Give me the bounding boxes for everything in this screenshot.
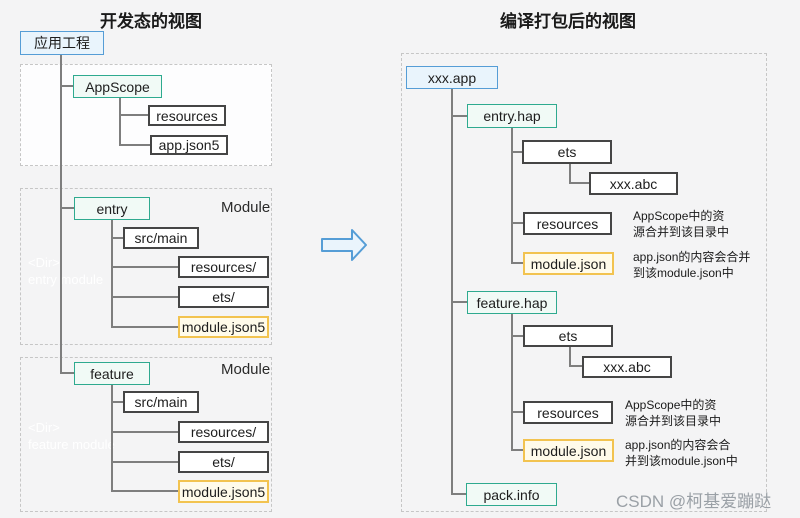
connector-line (511, 128, 513, 264)
connector-line (511, 411, 523, 413)
connector-line (111, 326, 178, 328)
entry-hap-resources-note-line1: AppScope中的资 (633, 209, 725, 223)
node-feature-resources: resources/ (178, 421, 269, 443)
node-entry-hap-xxx-abc: xxx.abc (589, 172, 678, 195)
feature-dir-ghost-line2: feature module (28, 437, 115, 452)
connector-line (119, 114, 148, 116)
transform-arrow-icon (321, 229, 367, 261)
connector-line (451, 301, 467, 303)
node-entry-ets: ets/ (178, 286, 269, 308)
entry-dir-ghost-line2: entry module (28, 272, 104, 287)
entry-module-group-outline (20, 188, 272, 345)
connector-line (119, 144, 150, 146)
entry-module-tag: Module (221, 199, 271, 216)
connector-line (60, 54, 62, 374)
connector-line (111, 220, 113, 328)
node-app-json5: app.json5 (150, 135, 228, 155)
feature-hap-resources-note-line2: 源合并到该目录中 (625, 414, 722, 428)
connector-line (451, 89, 453, 495)
node-entry-hap-resources: resources (523, 212, 612, 235)
node-entry-src-main: src/main (123, 227, 199, 249)
connector-line (111, 385, 113, 492)
connector-line (511, 335, 523, 337)
feature-dir-ghost-label: <Dir> feature module (28, 419, 115, 453)
connector-line (60, 372, 74, 374)
packaged-view-title: 编译打包后的视图 (500, 12, 636, 31)
feature-module-group-outline (20, 357, 272, 512)
entry-dir-ghost-label: <Dir> entry module (28, 254, 103, 288)
node-feature-module-json5: module.json5 (178, 480, 269, 503)
connector-line (111, 237, 123, 239)
connector-line (569, 347, 571, 367)
node-feature-hap: feature.hap (467, 291, 557, 314)
node-feature-hap-xxx-abc: xxx.abc (582, 356, 672, 378)
connector-line (111, 401, 123, 403)
node-entry: entry (74, 197, 150, 220)
feature-module-tag: Module (221, 361, 271, 378)
entry-hap-module-json-note: app.json的内容会合并 到该module.json中 (633, 249, 750, 281)
feature-hap-resources-note: AppScope中的资 源合并到该目录中 (625, 397, 721, 429)
entry-dir-ghost-line1: <Dir> (28, 255, 60, 270)
connector-line (451, 115, 467, 117)
node-pack-info: pack.info (466, 483, 557, 506)
node-feature-hap-resources: resources (523, 401, 613, 424)
connector-line (569, 365, 582, 367)
connector-line (511, 449, 523, 451)
entry-hap-module-json-note-line1: app.json的内容会合并 (633, 250, 751, 264)
dev-view-title: 开发态的视图 (100, 12, 202, 31)
entry-hap-module-json-note-line2: 到该module.json中 (633, 266, 734, 280)
node-feature-ets: ets/ (178, 451, 269, 473)
connector-line (511, 314, 513, 450)
node-feature: feature (74, 362, 150, 385)
connector-line (111, 296, 178, 298)
feature-hap-module-json-note-line2: 并到该module.json中 (625, 454, 738, 468)
node-entry-hap-module-json: module.json (523, 252, 614, 275)
connector-line (119, 98, 121, 146)
connector-line (511, 151, 522, 153)
node-entry-hap-ets: ets (522, 140, 612, 164)
connector-line (111, 490, 178, 492)
node-feature-src-main: src/main (123, 391, 199, 413)
connector-line (569, 164, 571, 184)
connector-line (111, 461, 178, 463)
feature-dir-ghost-line1: <Dir> (28, 420, 60, 435)
connector-line (111, 266, 178, 268)
connector-line (60, 85, 73, 87)
node-feature-hap-module-json: module.json (523, 439, 614, 462)
connector-line (60, 207, 74, 209)
connector-line (111, 431, 178, 433)
packaged-group-outline (401, 53, 767, 512)
node-entry-module-json5: module.json5 (178, 316, 269, 338)
node-entry-hap: entry.hap (467, 104, 557, 128)
feature-hap-module-json-note-line1: app.json的内容会合 (625, 438, 731, 452)
entry-hap-resources-note-line2: 源合并到该目录中 (633, 225, 730, 239)
csdn-watermark: CSDN @柯基爱蹦跶 (616, 492, 772, 511)
entry-hap-resources-note: AppScope中的资 源合并到该目录中 (633, 208, 729, 240)
feature-hap-module-json-note: app.json的内容会合 并到该module.json中 (625, 437, 738, 469)
node-feature-hap-ets: ets (523, 325, 613, 347)
connector-line (511, 222, 523, 224)
connector-line (451, 493, 466, 495)
connector-line (511, 262, 523, 264)
node-app-project: 应用工程 (20, 31, 104, 55)
node-xxx-app: xxx.app (406, 66, 498, 89)
node-appscope-resources: resources (148, 105, 226, 126)
node-appscope: AppScope (73, 75, 162, 98)
connector-line (569, 182, 589, 184)
feature-hap-resources-note-line1: AppScope中的资 (625, 398, 717, 412)
node-entry-resources: resources/ (178, 256, 269, 278)
